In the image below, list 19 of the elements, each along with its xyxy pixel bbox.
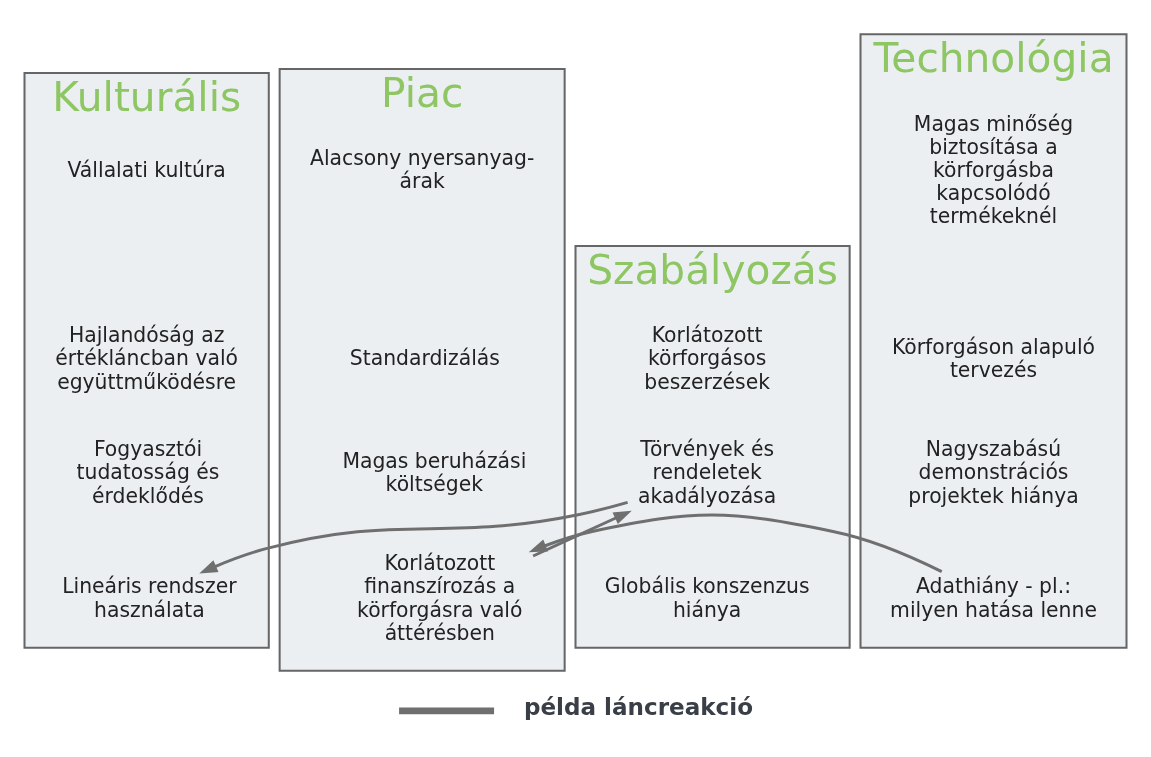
node-text: Vállalati kultúra bbox=[67, 157, 226, 182]
node-text: Standardizálás bbox=[349, 345, 500, 370]
arrow bbox=[528, 513, 943, 573]
node-text: Korlátozott finanszírozás a körforgásra való áttérésben bbox=[357, 550, 523, 645]
node-text: Lineáris rendszer használata bbox=[62, 573, 237, 621]
node-text: Magas minőség biztosítása a körforgásba kapcsolódó termékeknél bbox=[913, 111, 1074, 228]
node-text: Globális konszenzus hiánya bbox=[604, 573, 810, 621]
node-text: Adathiány - pl.: milyen hatása lenne bbox=[890, 573, 1097, 621]
node-text: Alacsony nyersanyag-árak bbox=[310, 145, 535, 193]
node-text: Fogyasztói tudatosság és érdeklődés bbox=[76, 436, 220, 507]
node-text: Körforgáson alapuló tervezés bbox=[891, 334, 1096, 382]
legend-label: példa láncreakció bbox=[523, 693, 753, 720]
node-text: Nagyszabású demonstrációs projektek hiánya bbox=[908, 436, 1079, 507]
node-text: Korlátozott körforgásos beszerzések bbox=[644, 322, 770, 393]
arrow bbox=[199, 500, 628, 573]
node-text: Hajlandóság az értékláncban való együttműködésre bbox=[55, 322, 238, 393]
arrow bbox=[532, 510, 632, 557]
node-text: Törvények és rendeletek akadályozása bbox=[638, 436, 777, 507]
node-text: Magas beruházási költségek bbox=[342, 448, 527, 496]
